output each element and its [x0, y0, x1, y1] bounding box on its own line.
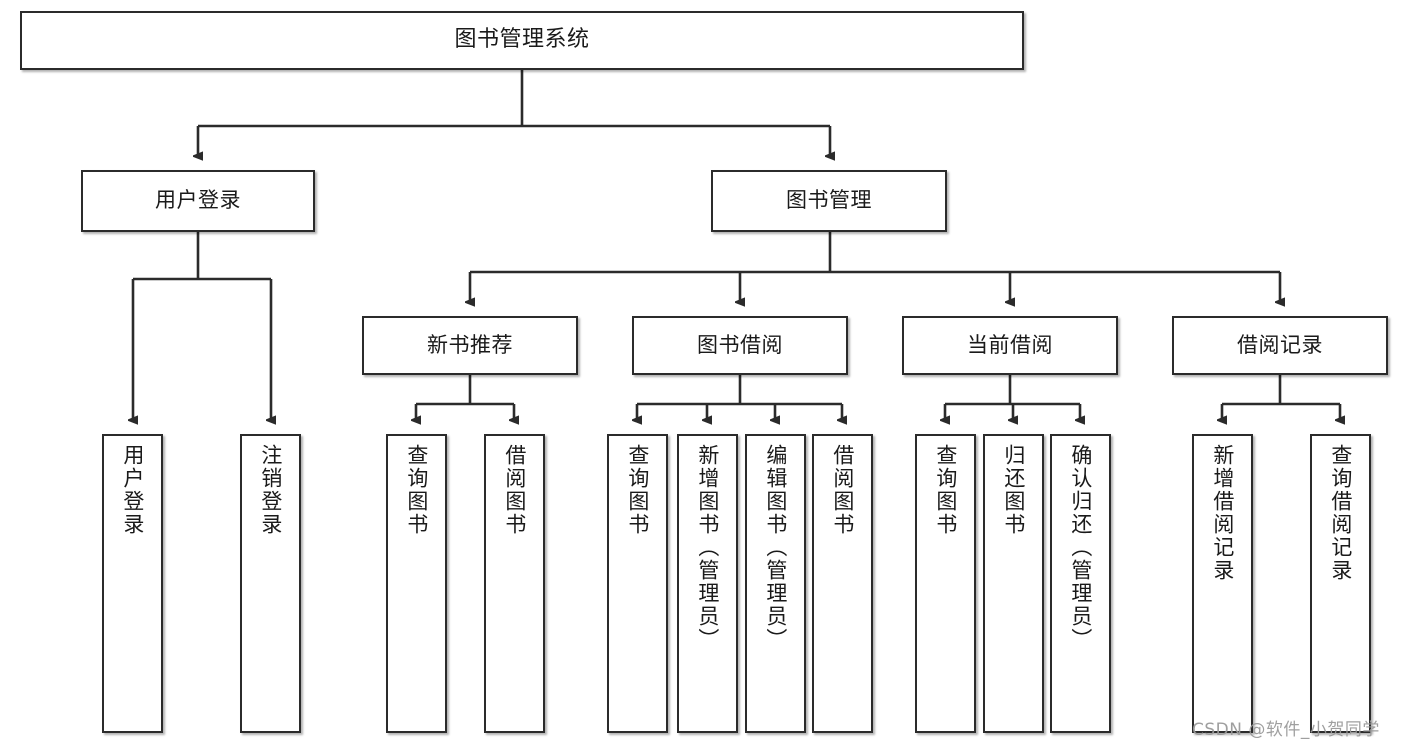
node-leaf-user-logout[interactable]: 注销登录	[240, 434, 301, 733]
node-leaf-record-search-label: 查询借阅记录	[1328, 444, 1353, 582]
node-leaf-borrow-search-book[interactable]: 查询图书	[607, 434, 668, 733]
node-book-borrow-label: 图书借阅	[697, 332, 783, 357]
node-book-management[interactable]: 图书管理	[711, 170, 947, 232]
node-leaf-current-return-book[interactable]: 归还图书	[983, 434, 1044, 733]
node-leaf-current-search-book[interactable]: 查询图书	[915, 434, 976, 733]
node-leaf-borrow-add-book[interactable]: 新增图书（管理员）	[677, 434, 738, 733]
node-leaf-current-search-book-label: 查询图书	[933, 444, 958, 536]
node-leaf-current-confirm-return-label: 确认归还（管理员）	[1068, 444, 1093, 651]
node-leaf-record-search[interactable]: 查询借阅记录	[1310, 434, 1371, 733]
node-new-book-recommend-label: 新书推荐	[427, 332, 513, 357]
node-borrow-record-label: 借阅记录	[1237, 332, 1323, 357]
node-user-login-label: 用户登录	[155, 188, 241, 213]
node-leaf-borrow-search-book-label: 查询图书	[625, 444, 650, 536]
node-book-management-label: 图书管理	[786, 188, 872, 213]
node-leaf-recommend-search-book[interactable]: 查询图书	[386, 434, 447, 733]
node-leaf-borrow-borrow-book[interactable]: 借阅图书	[812, 434, 873, 733]
node-leaf-borrow-borrow-book-label: 借阅图书	[830, 444, 855, 536]
node-leaf-borrow-add-book-label: 新增图书（管理员）	[695, 444, 720, 651]
node-leaf-recommend-borrow-book-label: 借阅图书	[502, 444, 527, 536]
node-user-login[interactable]: 用户登录	[81, 170, 315, 232]
node-root[interactable]: 图书管理系统	[20, 11, 1024, 70]
node-book-borrow[interactable]: 图书借阅	[632, 316, 848, 375]
node-leaf-borrow-edit-book[interactable]: 编辑图书（管理员）	[745, 434, 806, 733]
node-leaf-record-add[interactable]: 新增借阅记录	[1192, 434, 1253, 733]
node-current-borrow[interactable]: 当前借阅	[902, 316, 1118, 375]
node-leaf-user-login[interactable]: 用户登录	[102, 434, 163, 733]
node-leaf-borrow-edit-book-label: 编辑图书（管理员）	[763, 444, 788, 651]
node-root-label: 图书管理系统	[454, 27, 590, 53]
node-leaf-user-login-label: 用户登录	[120, 444, 145, 536]
node-new-book-recommend[interactable]: 新书推荐	[362, 316, 578, 375]
node-leaf-recommend-search-book-label: 查询图书	[404, 444, 429, 536]
node-leaf-current-return-book-label: 归还图书	[1001, 444, 1026, 536]
csdn-watermark: CSDN @软件_小贺同学	[1192, 720, 1380, 740]
node-leaf-user-logout-label: 注销登录	[258, 444, 283, 536]
node-leaf-recommend-borrow-book[interactable]: 借阅图书	[484, 434, 545, 733]
node-leaf-record-add-label: 新增借阅记录	[1210, 444, 1235, 582]
node-borrow-record[interactable]: 借阅记录	[1172, 316, 1388, 375]
node-current-borrow-label: 当前借阅	[967, 332, 1053, 357]
node-leaf-current-confirm-return[interactable]: 确认归还（管理员）	[1050, 434, 1111, 733]
